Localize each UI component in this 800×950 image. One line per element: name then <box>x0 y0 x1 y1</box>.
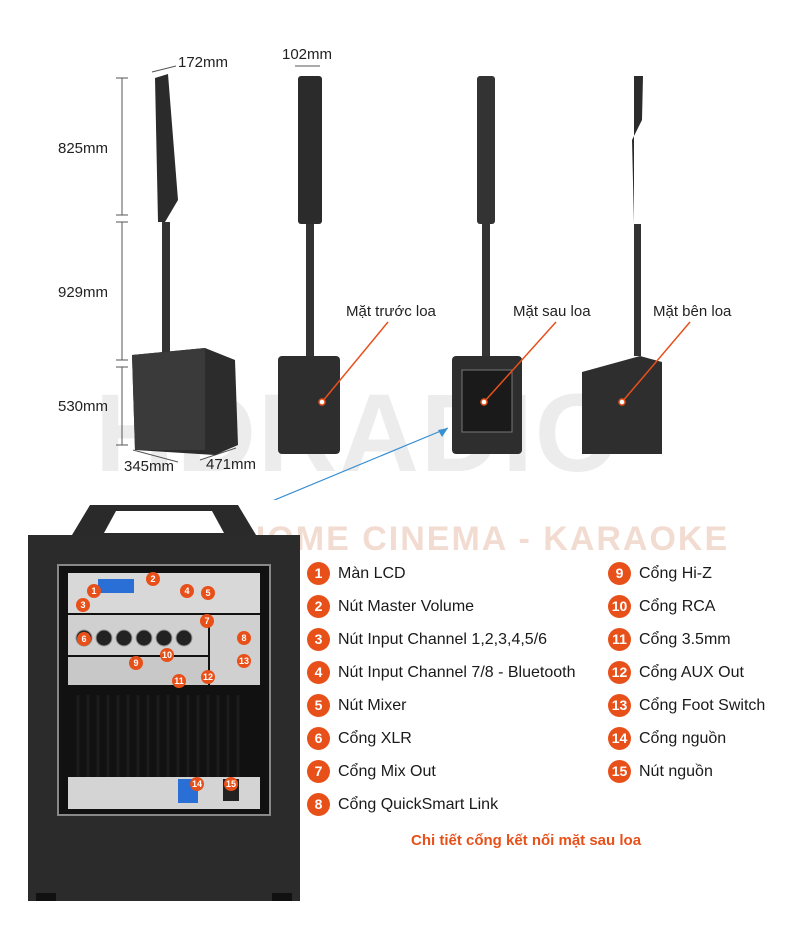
panel-callout-13: 13 <box>237 654 251 668</box>
panel-callout-10: 10 <box>160 648 174 662</box>
panel-callout-12: 12 <box>201 670 215 684</box>
label-side-view: Mặt bên loa <box>653 303 732 320</box>
label-back-view: Mặt sau loa <box>513 303 591 320</box>
panel-callout-5: 5 <box>201 586 215 600</box>
dim-pole-height: 929mm <box>58 284 109 301</box>
speaker-angled-view <box>132 74 238 455</box>
label-front-view: Mặt trước loa <box>346 303 436 320</box>
panel-callout-8: 8 <box>237 631 251 645</box>
dim-column-height: 825mm <box>58 140 109 157</box>
panel-callout-14: 14 <box>190 777 204 791</box>
panel-callout-7: 7 <box>200 614 214 628</box>
dim-sub-depth: 471mm <box>206 456 257 473</box>
panel-callout-11: 11 <box>172 674 186 688</box>
dimension-diagram <box>116 65 691 500</box>
panel-callout-4: 4 <box>180 584 194 598</box>
dim-top-width: 172mm <box>178 54 229 71</box>
back-panel-image <box>28 505 300 901</box>
dim-sub-width: 345mm <box>124 458 175 475</box>
speaker-front-view <box>278 76 340 454</box>
panel-callout-1: 1 <box>87 584 101 598</box>
panel-callout-2: 2 <box>146 572 160 586</box>
panel-callout-3: 3 <box>76 598 90 612</box>
panel-callout-15: 15 <box>224 777 238 791</box>
speaker-back-view <box>452 76 522 454</box>
dim-front-width: 102mm <box>282 46 333 63</box>
speaker-side-view <box>582 76 662 454</box>
panel-callout-9: 9 <box>129 656 143 670</box>
caption: Chi tiết cổng kết nối mặt sau loa <box>411 832 642 849</box>
panel-callout-6: 6 <box>77 632 91 646</box>
dim-sub-height: 530mm <box>58 398 109 415</box>
